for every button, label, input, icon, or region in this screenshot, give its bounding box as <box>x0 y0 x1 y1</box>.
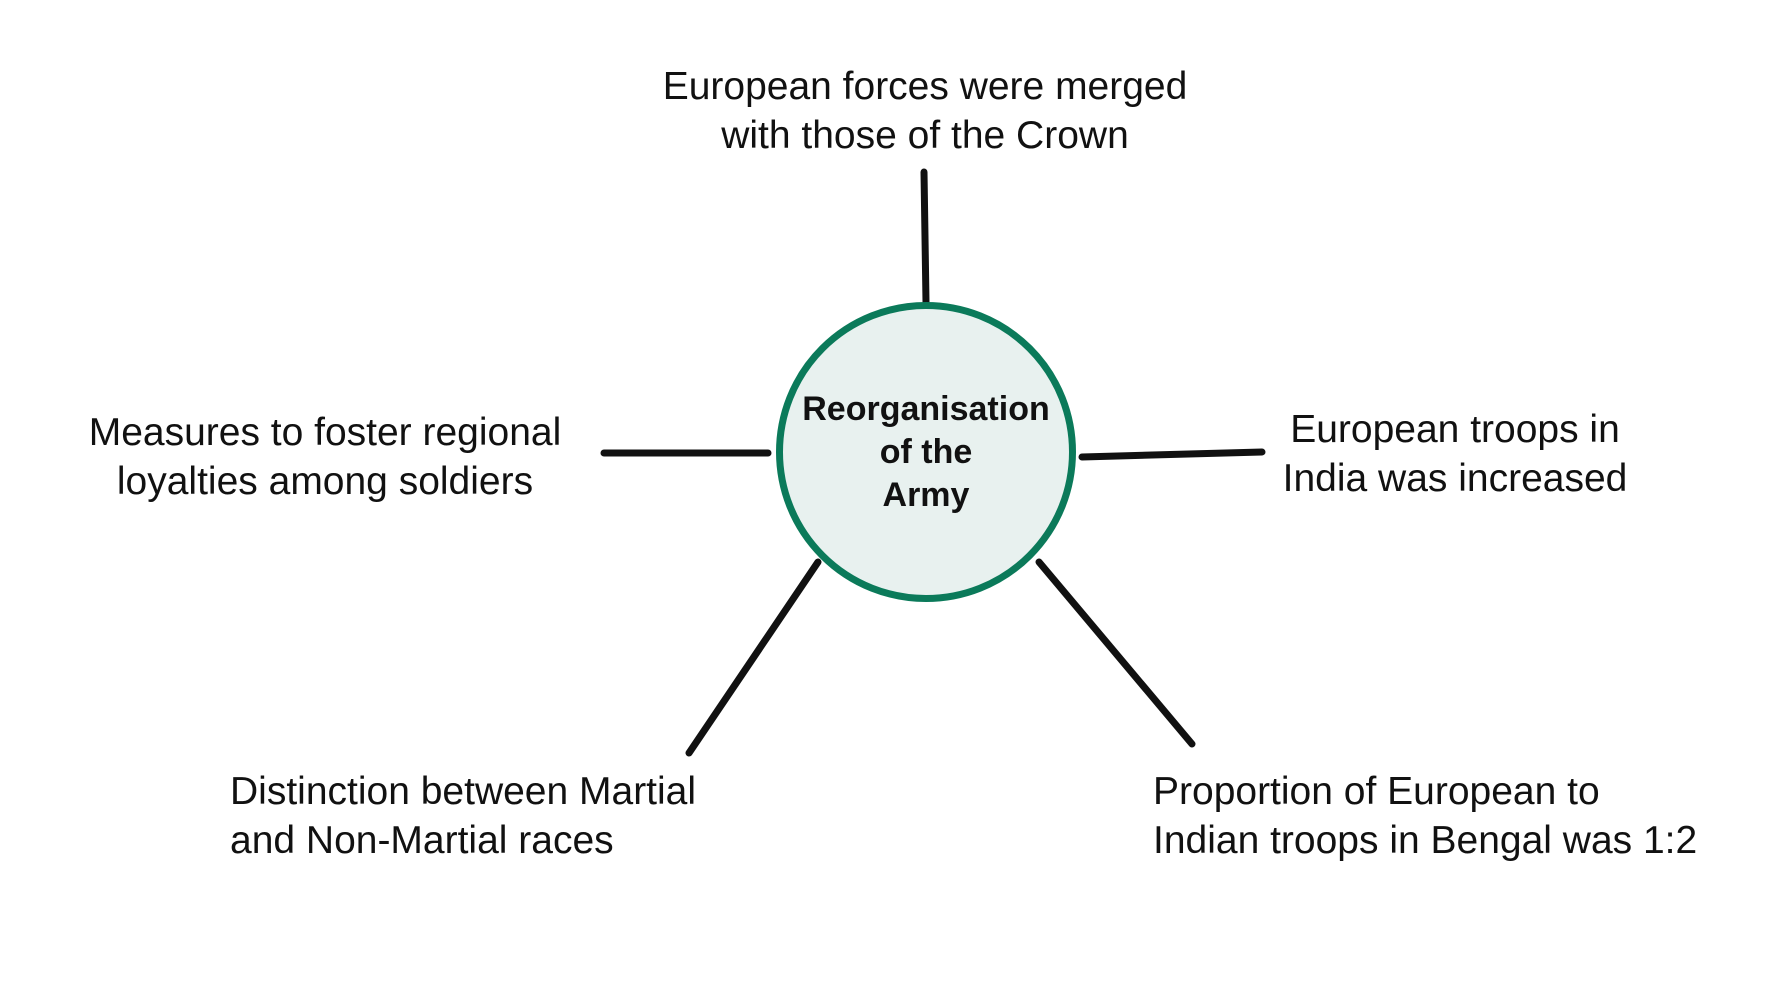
connector-right <box>1078 448 1266 461</box>
central-topic-circle: Reorganisation of the Army <box>776 302 1076 602</box>
central-topic-label: Reorganisation of the Army <box>802 389 1050 514</box>
connector-bottom-left <box>685 558 822 757</box>
branch-top-label: European forces were merged with those o… <box>662 65 1188 157</box>
branch-right-label: European troops in India was increased <box>1282 408 1628 500</box>
branch-bottom-right-label: Proportion of European to Indian troops … <box>1153 770 1698 862</box>
branch-left-label: Measures to foster regional loyalties am… <box>88 411 562 503</box>
connector-bottom-right <box>1035 558 1196 748</box>
connector-top <box>920 168 930 306</box>
branch-bottom-left-label: Distinction between Martial and Non-Mart… <box>230 770 697 862</box>
